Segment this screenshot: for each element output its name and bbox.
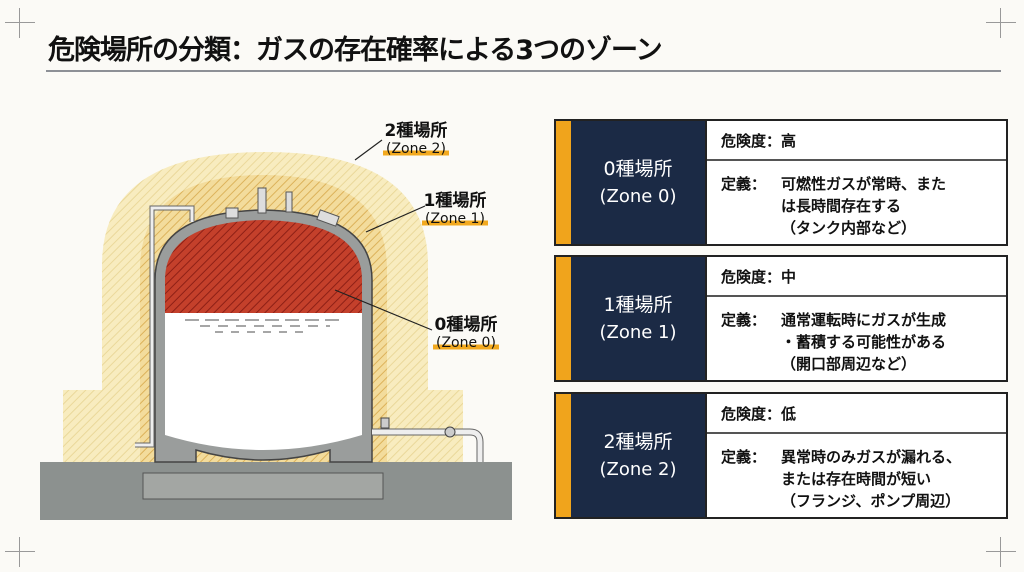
valve-icon xyxy=(444,426,456,438)
zone2-label-en: (Zone 2) xyxy=(383,141,449,157)
corner-mark xyxy=(986,537,1016,567)
leader-line xyxy=(354,139,383,161)
zone-name-en: (Zone 1) xyxy=(599,321,677,343)
definition-line: または存在時間が短い xyxy=(781,470,932,488)
definition-line: （開口部周辺など） xyxy=(781,355,917,373)
zone1-label-ja: 1種場所 xyxy=(423,191,487,211)
title-divider xyxy=(46,70,1001,72)
zone2-label: 2種場所 (Zone 2) xyxy=(383,116,449,157)
definition-text: 可燃性ガスが常時、また は長時間存在する （タンク内部など） xyxy=(781,173,996,244)
page-title: 危険場所の分類：ガスの存在確率による3つのゾーン xyxy=(48,35,663,66)
zone-name-ja: 0種場所 xyxy=(603,157,673,180)
definition-line: 通常運転時にガスが生成 xyxy=(781,311,947,329)
definition-text: 通常運転時にガスが生成 ・蓄積する可能性がある （開口部周辺など） xyxy=(781,309,996,380)
zone-name-ja: 2種場所 xyxy=(603,430,673,453)
accent-stripe xyxy=(556,257,571,380)
definition-line: は長時間存在する xyxy=(781,197,902,215)
leader-line xyxy=(365,205,426,233)
corner-mark xyxy=(986,8,1016,38)
definition-label: 定義： xyxy=(721,448,767,466)
definition-line: （タンク内部など） xyxy=(781,219,917,237)
zone1-card: 1種場所 (Zone 1) 危険度：中 定義： 通常運転時にガスが生成 ・蓄積す… xyxy=(554,255,1008,382)
definition-line: 異常時のみガスが漏れる、 xyxy=(781,448,962,466)
zone2-card: 2種場所 (Zone 2) 危険度：低 定義： 異常時のみガスが漏れる、 または… xyxy=(554,392,1008,519)
nozzle xyxy=(225,207,239,219)
zone2-label-ja: 2種場所 xyxy=(384,121,448,141)
zone1-label-en: (Zone 1) xyxy=(422,211,488,227)
zone0-area xyxy=(165,220,362,313)
zone0-label-en: (Zone 0) xyxy=(433,335,499,351)
definition-label: 定義： xyxy=(721,311,767,329)
risk-level: 危険度：中 xyxy=(707,257,1006,297)
definition-line: 可燃性ガスが常時、また xyxy=(781,175,947,193)
nozzle xyxy=(285,191,293,213)
corner-mark xyxy=(5,537,35,567)
zone0-label: 0種場所 (Zone 0) xyxy=(433,310,499,351)
accent-stripe xyxy=(556,121,571,244)
liquid-surface-lines xyxy=(185,319,340,333)
zone1-label: 1種場所 (Zone 1) xyxy=(422,186,488,227)
accent-stripe xyxy=(556,394,571,517)
risk-level: 危険度：高 xyxy=(707,121,1006,161)
definition-line: （フランジ、ポンプ周辺） xyxy=(781,492,961,510)
zone-title: 1種場所 (Zone 1) xyxy=(571,257,705,380)
definition-line: ・蓄積する可能性がある xyxy=(781,333,947,351)
leader-line xyxy=(334,289,433,331)
zone-name-en: (Zone 0) xyxy=(599,185,677,207)
zone0-card: 0種場所 (Zone 0) 危険度：高 定義： 可燃性ガスが常時、また は長時間… xyxy=(554,119,1008,246)
risk-level: 危険度：低 xyxy=(707,394,1006,434)
valve-icon xyxy=(380,417,390,429)
tank-interior xyxy=(165,313,362,450)
corner-mark xyxy=(5,8,35,38)
zone-title: 0種場所 (Zone 0) xyxy=(571,121,705,244)
zone-name-en: (Zone 2) xyxy=(599,458,677,480)
definition-label: 定義： xyxy=(721,175,767,193)
zone0-label-ja: 0種場所 xyxy=(434,315,498,335)
zone-name-ja: 1種場所 xyxy=(603,293,673,316)
zone-title: 2種場所 (Zone 2) xyxy=(571,394,705,517)
nozzle xyxy=(257,187,267,214)
nozzle xyxy=(316,209,340,227)
foundation-slab xyxy=(142,472,384,500)
definition-text: 異常時のみガスが漏れる、 または存在時間が短い （フランジ、ポンプ周辺） xyxy=(781,446,996,517)
